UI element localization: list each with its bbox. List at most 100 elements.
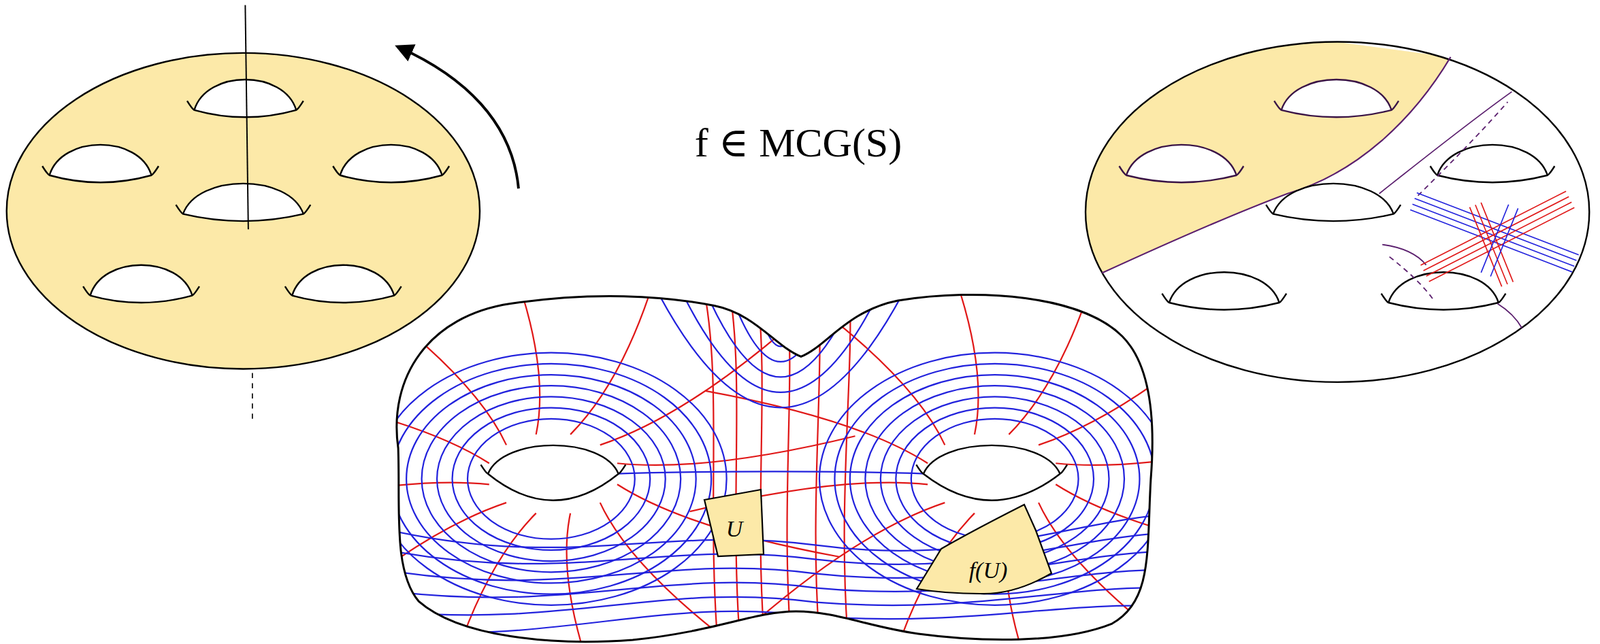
curve-arc <box>1389 257 1434 301</box>
genus-hole <box>1169 272 1280 303</box>
genus-hole <box>175 204 311 222</box>
foliation-lines <box>1055 436 1294 466</box>
foliation-lines <box>1480 202 1513 283</box>
genus-hole <box>90 265 193 297</box>
foliation-lines <box>387 606 1164 635</box>
foliation-lines <box>1414 198 1577 261</box>
foliation-lines <box>375 353 727 606</box>
genus-hole <box>1273 183 1394 215</box>
foliation-lines <box>1426 202 1573 277</box>
rotation-arrow <box>398 46 519 189</box>
foliation-lines <box>834 364 1155 595</box>
genus-hole <box>487 445 619 501</box>
genus-hole <box>1281 79 1392 111</box>
foliation-lines <box>752 285 810 348</box>
foliation-lines <box>1416 192 1579 255</box>
foliation-lines <box>436 396 666 562</box>
rotation-axis <box>251 372 254 420</box>
foliation-lines <box>503 242 540 435</box>
foliation-lines <box>1410 210 1573 273</box>
foliation-lines <box>1410 191 1579 287</box>
genus-hole <box>923 445 1061 501</box>
genus-hole <box>291 265 395 303</box>
foliation-lines <box>1490 208 1518 277</box>
boundary-curve <box>1101 57 1451 274</box>
genus-hole <box>916 464 1068 501</box>
foliated-surface <box>251 242 1294 644</box>
map-label: f ∈ MCG(S) <box>694 120 902 166</box>
region-label: U <box>726 516 744 542</box>
genus-hole <box>1126 144 1237 176</box>
subsurface-surface <box>1085 41 1590 382</box>
foliated-surface <box>396 294 1153 642</box>
foliation-lines <box>1475 204 1508 285</box>
foliation-lines <box>678 285 883 393</box>
foliation-lines <box>729 290 741 644</box>
foliation-lines <box>467 419 635 540</box>
genus-hole <box>1381 294 1507 311</box>
foliation-lines <box>1420 191 1566 266</box>
genus-hole <box>1265 204 1401 222</box>
genus-hole <box>183 183 304 215</box>
genus-hole <box>1281 79 1392 118</box>
foliation-lines <box>786 290 792 644</box>
foliation-lines <box>406 374 697 584</box>
genus-hole <box>193 79 297 111</box>
genus-hole <box>487 445 619 475</box>
foliation-lines <box>452 408 651 551</box>
rotation-surface <box>6 53 480 370</box>
foliation-lines <box>1480 204 1509 273</box>
genus-hole <box>340 144 443 176</box>
genus-hole <box>1161 294 1287 311</box>
genus-hole <box>49 144 152 183</box>
region-shape: f(U) <box>911 500 1055 599</box>
curve-arc <box>1497 304 1522 329</box>
foliation-lines <box>1038 325 1229 446</box>
genus-hole <box>83 286 200 303</box>
foliation-lines <box>1055 484 1278 557</box>
genus-hole <box>1119 79 1556 311</box>
genus-hole <box>49 144 152 176</box>
genus-hole <box>332 166 450 183</box>
genus-hole <box>1119 166 1245 183</box>
foliation-lines <box>703 285 859 378</box>
curve-arc <box>1382 245 1426 266</box>
genus-hole <box>42 166 159 183</box>
region-shape: U <box>704 490 766 559</box>
foliation-lines <box>1423 196 1570 271</box>
foliation-lines <box>251 242 1294 644</box>
foliation-lines <box>727 285 834 363</box>
genus-hole <box>1388 272 1499 303</box>
foliation-lines <box>266 391 489 464</box>
region-label: f(U) <box>969 558 1008 584</box>
foliation-lines <box>654 285 908 409</box>
genus-hole <box>480 464 626 501</box>
foliation-lines <box>391 364 712 595</box>
genus-hole <box>1437 144 1548 183</box>
genus-hole <box>480 445 1068 501</box>
foliation-lines <box>942 242 979 435</box>
genus-hole <box>90 265 193 303</box>
foliation-lines <box>387 515 1164 552</box>
foliation-lines <box>570 254 662 435</box>
rotation-axis <box>245 4 248 230</box>
foliation-lines <box>612 471 929 474</box>
genus-hole <box>923 445 1061 475</box>
curve-arc <box>1418 102 1509 197</box>
foliation-lines <box>819 353 1170 606</box>
genus-hole <box>285 286 402 303</box>
genus-hole <box>193 79 297 118</box>
curve-arc <box>1379 91 1513 194</box>
genus-hole <box>1273 183 1394 222</box>
region-outline <box>916 504 1052 595</box>
genus-hole <box>1388 272 1499 310</box>
foliation-lines <box>757 290 766 644</box>
genus-hole <box>42 79 450 303</box>
genus-hole <box>291 265 395 297</box>
genus-hole <box>340 144 443 183</box>
region-outline <box>704 490 764 557</box>
region-outline <box>911 500 1055 599</box>
